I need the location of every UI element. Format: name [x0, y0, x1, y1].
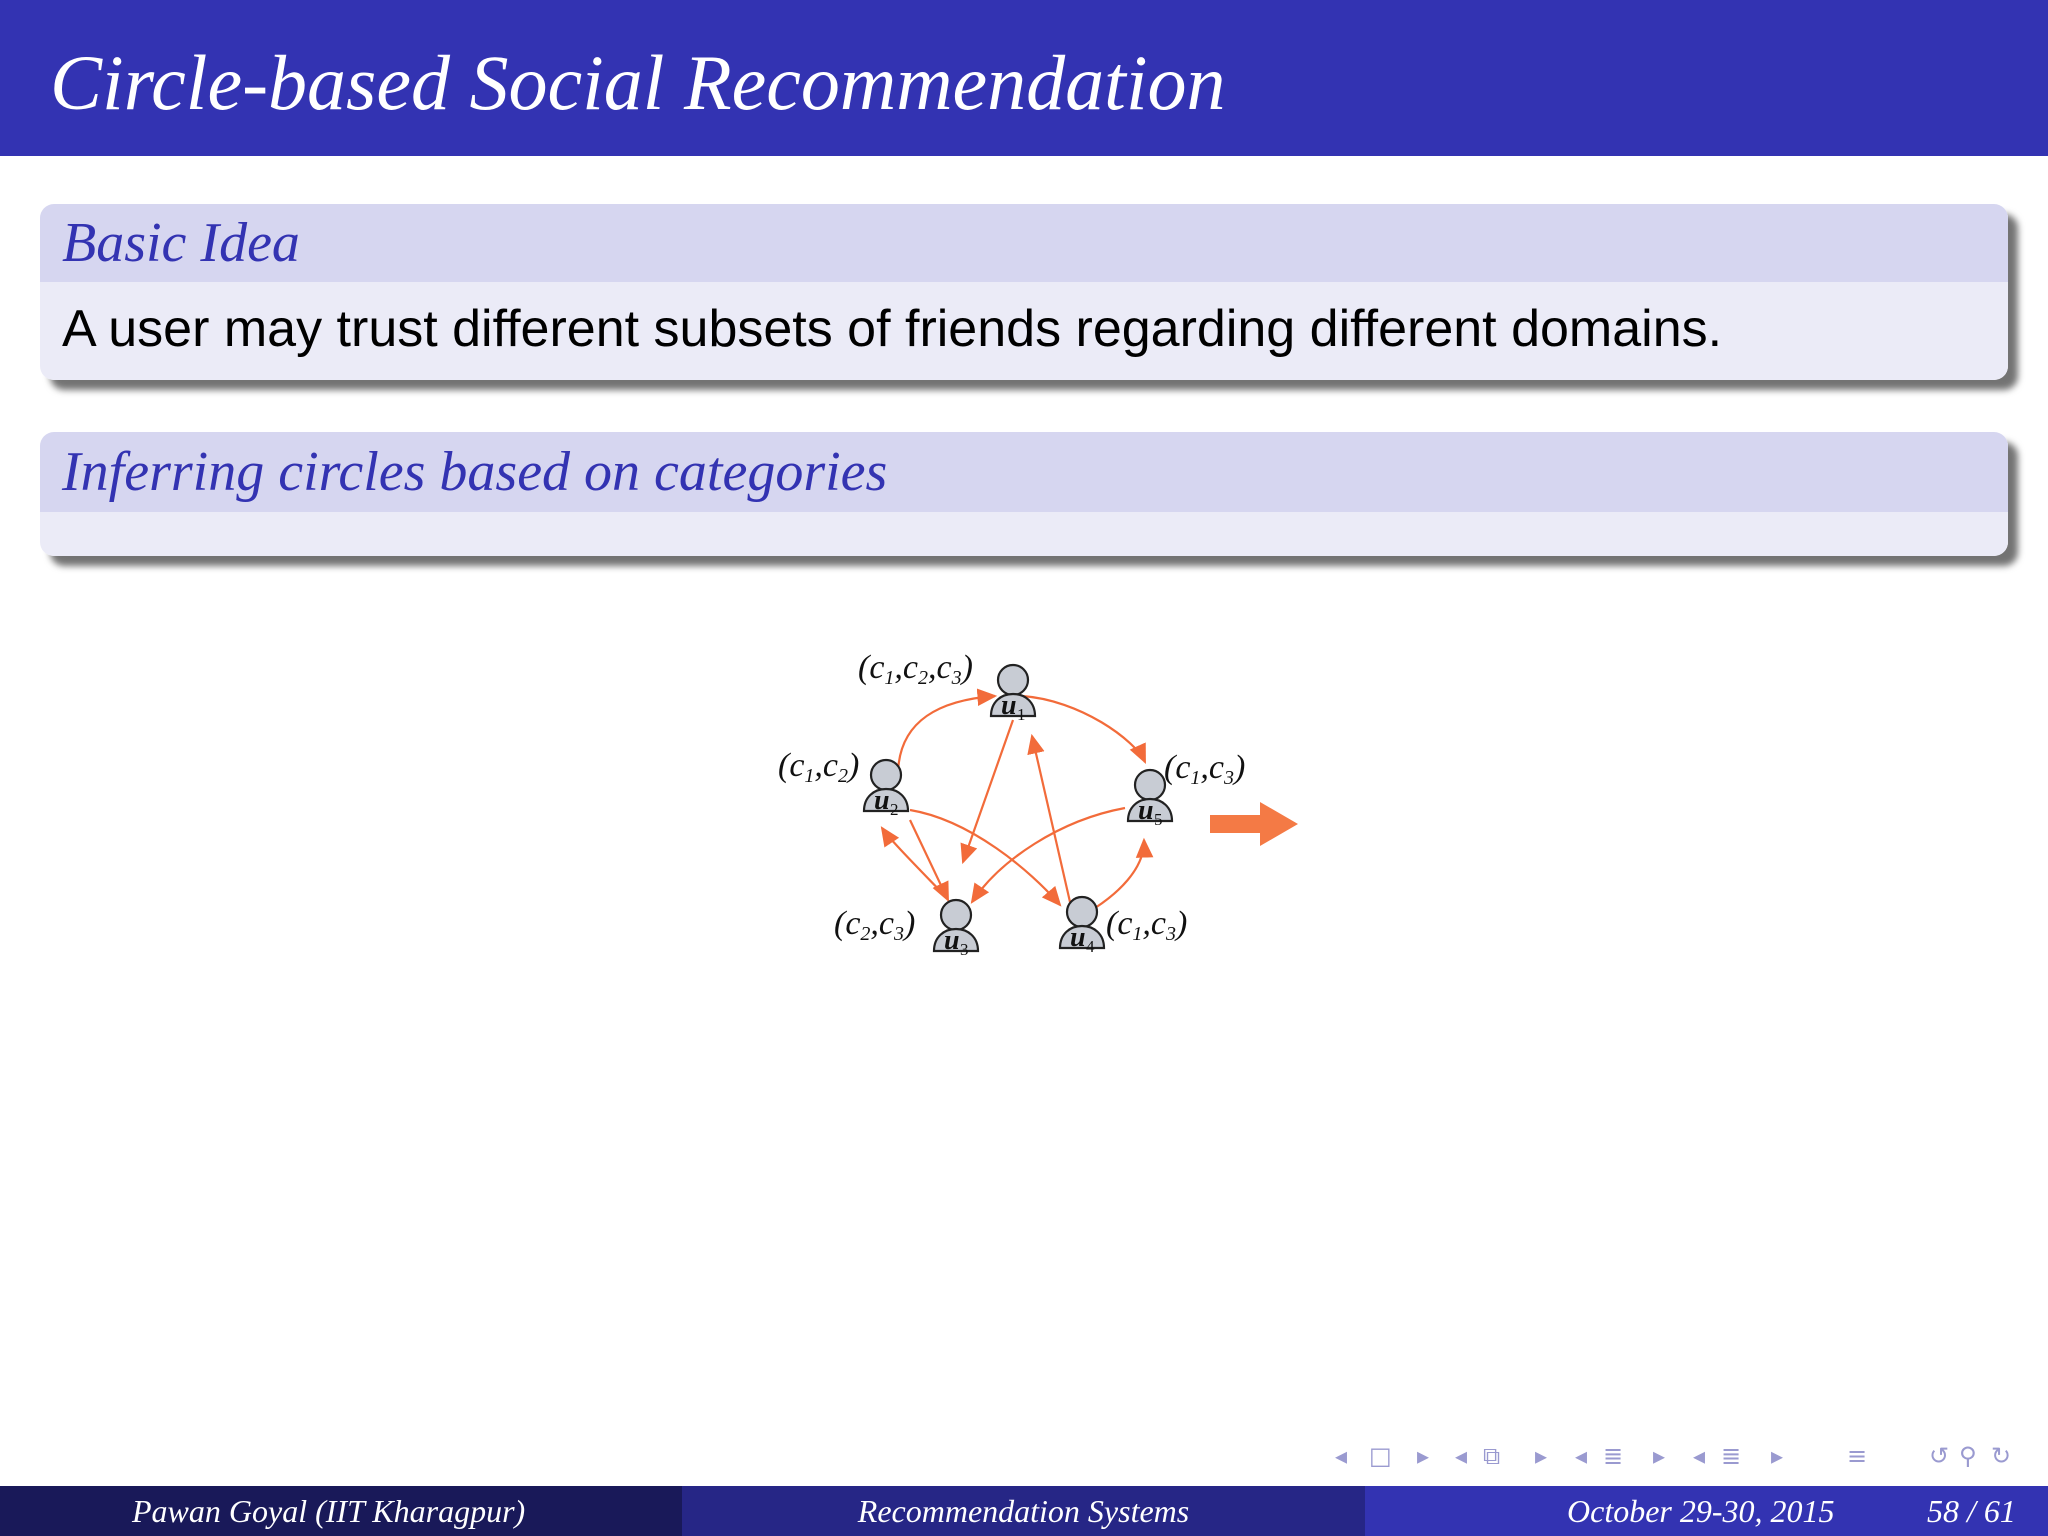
edge-u2-u4	[909, 808, 1062, 907]
block-inferring-circles: Inferring circles based on categories	[40, 432, 2008, 556]
user-node-u5: u 5	[1126, 768, 1174, 829]
u1-categories: (c1,c2,c3)	[858, 649, 973, 689]
subsection-icon[interactable]: ⧉	[1483, 1442, 1501, 1470]
svg-text:u: u	[1001, 690, 1017, 721]
arrow-right-icon[interactable]: ▸	[1535, 1442, 1548, 1470]
footer: Pawan Goyal (IIT Kharagpur) Recommendati…	[0, 1486, 2048, 1536]
block-heading: Inferring circles based on categories	[40, 432, 2008, 512]
block-basic-idea: Basic Idea A user may trust different su…	[40, 204, 2008, 380]
edge-u1-u3	[960, 719, 1015, 865]
search-icon[interactable]: ⚲	[1959, 1442, 1977, 1470]
svg-text:u: u	[874, 785, 890, 816]
footer-date: October 29-30, 2015	[1567, 1493, 1835, 1529]
frame-icon[interactable]: □	[1369, 1442, 1392, 1470]
footer-talk-title: Recommendation Systems	[857, 1493, 1190, 1529]
edge-u5-u3	[970, 806, 1126, 904]
navigation-bar: ◂ □ ▸ ◂ ⧉ ▸ ◂ ≣ ▸ ◂ ≣ ▸ ≡ ↺ ⚲ ↻	[1335, 1442, 2025, 1472]
block-body: A user may trust different subsets of fr…	[40, 282, 2008, 380]
svg-text:3: 3	[960, 940, 969, 959]
arrow-left-icon[interactable]: ◂	[1693, 1442, 1706, 1470]
svg-text:5: 5	[1154, 810, 1163, 829]
align-icon[interactable]: ≡	[1847, 1442, 1868, 1470]
edge-u4-u5	[1094, 837, 1154, 909]
user-node-u2: u 2	[862, 758, 910, 819]
search-back-icon[interactable]: ↺	[1929, 1442, 1950, 1470]
u4-categories: (c1,c3)	[1106, 905, 1187, 945]
arrow-right-icon[interactable]: ▸	[1771, 1442, 1784, 1470]
user-node-u1: u 1	[989, 663, 1037, 724]
svg-text:u: u	[1138, 795, 1154, 826]
edge-u2-u1	[896, 688, 998, 773]
arrow-left-icon[interactable]: ◂	[1335, 1442, 1348, 1470]
block-heading: Basic Idea	[40, 204, 2008, 282]
arrow-left-icon[interactable]: ◂	[1575, 1442, 1588, 1470]
section-icon[interactable]: ≣	[1603, 1442, 1624, 1470]
footer-page-number: 58 / 61	[1927, 1493, 2016, 1529]
title-bar: Circle-based Social Recommendation	[0, 0, 2048, 156]
search-forward-icon[interactable]: ↻	[1991, 1442, 2012, 1470]
u5-categories: (c1,c3)	[1164, 749, 1245, 789]
u2-categories: (c1,c2)	[778, 747, 859, 787]
svg-text:1: 1	[1017, 705, 1026, 724]
trust-edges	[880, 688, 1154, 909]
slide-title: Circle-based Social Recommendation	[50, 39, 1226, 126]
svg-text:4: 4	[1086, 937, 1095, 956]
next-arrow-icon	[1210, 802, 1298, 846]
edge-u3-u2	[880, 826, 948, 899]
arrow-left-icon[interactable]: ◂	[1455, 1442, 1468, 1470]
user-node-u4: u 4	[1058, 895, 1106, 956]
edge-u1-u5	[1021, 694, 1147, 765]
footer-author: Pawan Goyal (IIT Kharagpur)	[132, 1493, 526, 1529]
footer-talk-cell: Recommendation Systems	[682, 1486, 1365, 1536]
edge-u4-u1	[1027, 733, 1072, 903]
u3-categories: (c2,c3)	[834, 905, 915, 945]
edge-u2-u3	[909, 819, 949, 902]
social-circle-diagram: u 1 u 2 u 3 u 4 u 5 (c1,c2,c3) (c1,c2) (…	[778, 649, 1298, 959]
arrow-right-icon[interactable]: ▸	[1417, 1442, 1430, 1470]
user-node-u3: u 3	[932, 898, 980, 959]
subsection-icon[interactable]: ≣	[1721, 1442, 1742, 1470]
footer-date-cell: October 29-30, 2015 58 / 61	[1365, 1486, 2048, 1536]
svg-text:2: 2	[890, 800, 899, 819]
arrow-right-icon[interactable]: ▸	[1653, 1442, 1666, 1470]
block-body	[40, 512, 2008, 556]
footer-author-cell: Pawan Goyal (IIT Kharagpur)	[0, 1486, 682, 1536]
svg-text:u: u	[1070, 922, 1086, 953]
svg-text:u: u	[944, 925, 960, 956]
